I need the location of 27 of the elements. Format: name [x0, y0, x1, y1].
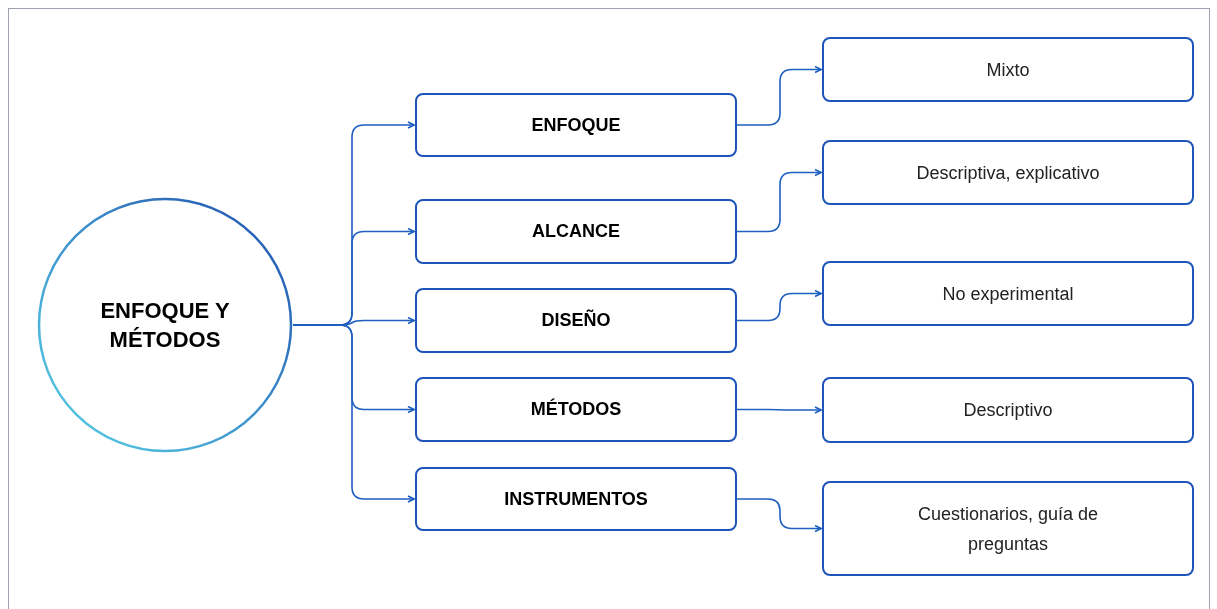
category-box — [415, 93, 737, 157]
category-label: DISEÑO — [541, 308, 611, 332]
arrow — [736, 65, 822, 126]
arrow — [736, 406, 822, 414]
value-box — [822, 140, 1194, 205]
value-label: Cuestionarios, guía de preguntas — [916, 502, 1100, 556]
value-label: No experimental — [941, 282, 1075, 306]
value-box — [822, 481, 1194, 576]
category-box — [415, 377, 737, 442]
category-box — [415, 288, 737, 353]
arrow — [736, 168, 822, 233]
category-label: ENFOQUE — [531, 113, 621, 137]
topic-title: ENFOQUE Y MÉTODOS — [99, 297, 231, 354]
category-label: ALCANCE — [532, 220, 620, 243]
category-label: MÉTODOS — [530, 397, 622, 421]
arrow — [736, 289, 822, 322]
value-label: Descriptiva, explicativo — [915, 161, 1101, 185]
value-box — [822, 37, 1194, 102]
value-label: Descriptivo — [962, 399, 1054, 422]
category-box — [415, 467, 737, 531]
arrow — [736, 498, 822, 533]
category-label: INSTRUMENTOS — [504, 487, 648, 511]
value-box — [822, 261, 1194, 326]
value-label: Mixto — [985, 58, 1031, 82]
arrow — [292, 324, 415, 503]
category-box — [415, 199, 737, 264]
value-box — [822, 377, 1194, 443]
